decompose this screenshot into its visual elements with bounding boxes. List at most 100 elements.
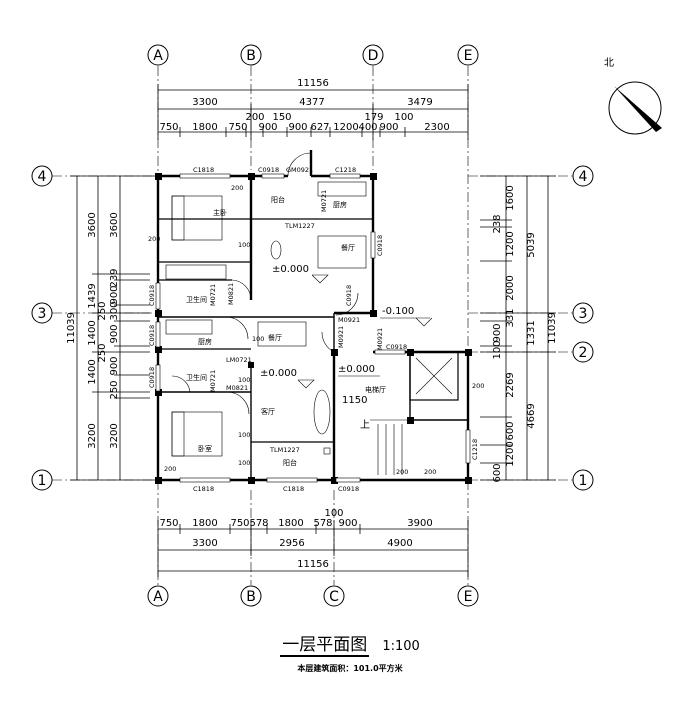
top-tiny-dim: 100 (394, 112, 413, 123)
svg-text:C: C (329, 589, 339, 605)
left-small-dim: 250 (97, 301, 108, 320)
top-small-dim: 750 (228, 122, 247, 133)
window-tag: C0918 (258, 166, 279, 174)
svg-text:±0.000: ±0.000 (272, 264, 309, 275)
wall-thickness-note: 200 (148, 235, 160, 243)
svg-text:1: 1 (579, 473, 588, 489)
drawing-scale: 1:100 (382, 639, 420, 654)
wall-thickness-note: 200 (396, 468, 408, 476)
bottom-total-dim: 11156 (297, 559, 329, 570)
svg-text:3: 3 (38, 306, 47, 322)
grid-bubble-left-3: 3 (31, 302, 53, 324)
door-tag: M0721 (209, 284, 217, 306)
right-small-dim: 1200 (505, 231, 516, 256)
room-label-kitchen1: 厨房 (333, 200, 347, 209)
drawing-title-block: 一层平面图 1:100 本层建筑面积：101.0平方米 (0, 630, 700, 674)
level-marker-c: ±0.000 (338, 364, 380, 377)
left-small-dim: 3200 (109, 423, 120, 448)
svg-text:E: E (464, 48, 473, 64)
top-mid-dim: 4377 (299, 97, 324, 108)
grid-bubble-bottom-a: A (147, 585, 169, 607)
grid-bubble-left-1: 1 (31, 469, 53, 491)
room-label-bath1: 卫生间 (186, 295, 207, 304)
svg-text:±0.000: ±0.000 (338, 364, 375, 375)
door-tag: TLM1227 (269, 446, 300, 454)
window-tag: C0918 (148, 285, 156, 306)
right-total-dim: 11039 (547, 312, 558, 344)
door-tag: M0821 (227, 283, 235, 305)
wall-thickness-note: 100 (238, 431, 250, 439)
svg-text:-0.100: -0.100 (382, 306, 414, 317)
door-tag: M0721 (209, 370, 217, 392)
window-tag: C0918 (345, 285, 353, 306)
bottom-small-dim: 1800 (278, 518, 303, 529)
grid-bubble-top-e: E (457, 44, 479, 66)
door-swings (171, 152, 359, 415)
right-small-dim: 331 (505, 308, 516, 327)
wall-thickness-note: 100 (252, 335, 264, 343)
right-mid-dim: 5039 (526, 232, 537, 257)
door-tag: TLM1227 (284, 222, 315, 230)
svg-text:1: 1 (38, 473, 47, 489)
top-small-dim: 900 (258, 122, 277, 133)
right-small-dim: 100 (492, 340, 503, 359)
bottom-mid-dim: 2956 (279, 538, 304, 549)
door-tag: M0821 (226, 384, 248, 392)
window-tag: C1818 (193, 485, 214, 493)
left-small-dim: 1439 (87, 283, 98, 308)
right-mid-dim: 4669 (526, 403, 537, 428)
svg-text:A: A (153, 48, 163, 64)
north-arrow: 北 (604, 57, 662, 135)
top-tiny-dim: 150 (272, 112, 291, 123)
grid-bubble-left-4: 4 (31, 165, 53, 187)
level-marker-b: ±0.000 (260, 368, 315, 389)
top-tiny-dim: 200 (245, 112, 264, 123)
right-small-dim: 1200 (505, 441, 516, 466)
left-small-dim: 300 (109, 301, 120, 320)
room-label-elevator: 电梯厅 (365, 385, 386, 394)
door-tag: M0721 (320, 190, 328, 212)
top-small-dim: 1200 (333, 122, 358, 133)
bottom-mid-dim: 4900 (387, 538, 412, 549)
left-total-dim: 11039 (66, 312, 77, 344)
top-mid-dim: 3479 (407, 97, 432, 108)
level-marker-a: ±0.000 (272, 264, 329, 284)
left-small-dim: 239 (109, 268, 120, 287)
right-small-dim: 2000 (505, 275, 516, 300)
top-small-dim: 750 (159, 122, 178, 133)
room-label-balcony2: 阳台 (283, 458, 297, 467)
svg-text:B: B (246, 48, 256, 64)
door-tag: M0921 (376, 328, 384, 350)
wall-thickness-note: 200 (231, 184, 243, 192)
left-small-dim: 250 (109, 380, 120, 399)
room-label-balcony1: 阳台 (271, 195, 285, 204)
top-mid-dim: 3300 (192, 97, 217, 108)
room-label-bed2: 卧室 (198, 444, 212, 453)
windows (155, 173, 471, 483)
grid-bubble-top-d: D (362, 44, 384, 66)
grid-bubble-right-2: 2 (572, 341, 594, 363)
columns (155, 173, 472, 484)
bottom-small-dim: 578 (249, 518, 268, 529)
left-small-dim: 250 (97, 343, 108, 362)
grid-bubble-right-3: 3 (572, 302, 594, 324)
room-label-bath2: 卫生间 (186, 373, 207, 382)
room-label-bed1: 主卧 (213, 208, 227, 217)
svg-text:3: 3 (579, 306, 588, 322)
door-tag: LM0721 (226, 356, 252, 364)
dimension-note: 1150 (342, 395, 367, 406)
svg-text:E: E (464, 589, 473, 605)
grid-bubble-bottom-b: B (240, 585, 262, 607)
window-tag: C0918 (148, 367, 156, 388)
bottom-small-dim: 578 (313, 518, 332, 529)
right-small-dim: 600 (492, 463, 503, 482)
stair-up-label: 上 (360, 419, 370, 431)
top-small-dim: 900 (379, 122, 398, 133)
wall-thickness-note: 100 (238, 241, 250, 249)
left-mid-dim: 3200 (87, 423, 98, 448)
top-total-dim: 11156 (297, 78, 329, 89)
grid-bubble-top-b: B (240, 44, 262, 66)
svg-text:2: 2 (579, 345, 588, 361)
window-tag: C1818 (193, 166, 214, 174)
window-tag: C0918 (338, 485, 359, 493)
